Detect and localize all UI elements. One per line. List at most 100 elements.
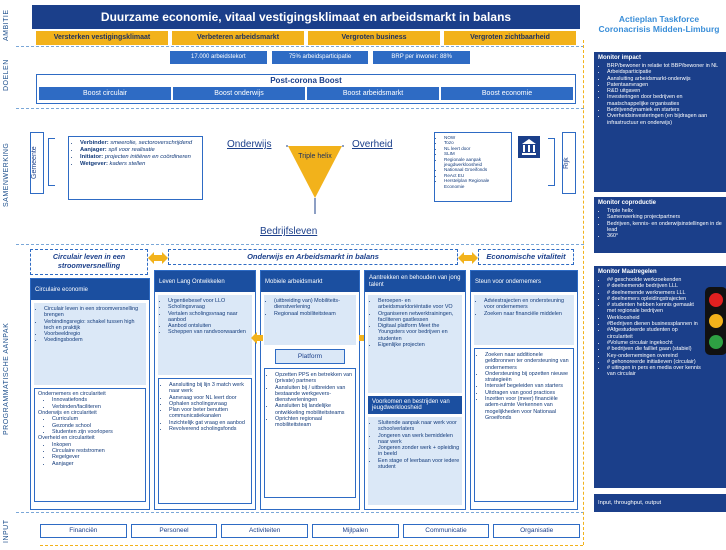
post-corona-boost: Post-corona Boost Boost circulair Boost … xyxy=(36,74,576,104)
rijk-items: NOW Tozo NL leert door SLIM Regionale aa… xyxy=(434,132,512,202)
helix-center-label: Triple helix xyxy=(298,153,332,160)
side-label-samenwerking: SAMENWERKING xyxy=(3,142,10,208)
monitor-item: #Afgestudeerde studenten op circularitei… xyxy=(607,327,703,340)
rijk-item: ReAct EU xyxy=(444,173,509,178)
sub-title: Onderwijs en circulariteit xyxy=(38,410,97,416)
rijk-item: NOW xyxy=(444,135,509,140)
divider xyxy=(16,108,584,109)
ambition-item: Versterken vestigingsklimaat xyxy=(36,31,168,45)
boost-item: Boost arbeidsmarkt xyxy=(307,87,439,100)
sub-title: Overheid en circulariteit xyxy=(38,435,95,442)
right-title: Actieplan Taskforce Coronacrisis Midden-… xyxy=(592,14,726,34)
list-item: Innovatiefonds xyxy=(52,397,142,403)
list-item: Inzetten voor (meer) financiële adem-rui… xyxy=(485,396,572,421)
double-arrow-icon xyxy=(458,252,478,264)
page-title: Duurzame economie, vitaal vestigingsklim… xyxy=(32,5,580,29)
list-item: Intensief begeleiden van starters xyxy=(485,383,572,389)
ambition-item: Vergroten business xyxy=(308,31,440,45)
list-item: Voedingsbodem xyxy=(44,337,145,343)
column-leven-lang-ontwikkelen: Leven Lang Ontwikkelen Urgentiebesef voo… xyxy=(154,270,256,510)
list-item: Aanvraag voor NL leert door xyxy=(169,395,250,401)
role-key: Verbinder: xyxy=(80,140,109,146)
input-row: Financiën Personeel Activiteiten Mijlpal… xyxy=(40,524,581,538)
monitor-item: R&D uitgaven xyxy=(607,88,722,94)
monitor-maatregelen: Monitor Maatregelen ## geschoolde werkzo… xyxy=(594,266,726,488)
monitor-item: # deelnemende bedrijven LLL xyxy=(607,283,703,289)
role-value: smeerolie, sectoroverschrijdend xyxy=(110,140,193,146)
role-key: Aanjager: xyxy=(80,147,107,153)
list-item: Digitaal platform Meet the Youngsters vo… xyxy=(378,323,461,342)
role-value: projecten initiëren en coördineren xyxy=(104,154,191,160)
list-item: Organiseren netwerktrainingen, faciliter… xyxy=(378,311,461,324)
role-item: Aanjager: spil voor realisatie xyxy=(80,147,200,154)
list-item: Aansluiten bij landelijke ontwikkeling m… xyxy=(275,403,354,416)
column-block: Ondernemers en circulariteit Innovatiefo… xyxy=(34,388,146,502)
rijk-item: Tozo xyxy=(444,140,509,145)
monitor-item: Samenwerking projectpartners xyxy=(607,214,722,220)
list-item: Adviestrajecten en ondersteuning voor on… xyxy=(484,298,573,311)
right-title-line: Actieplan Taskforce xyxy=(618,14,700,24)
role-item: Initiator: projecten initiëren en coördi… xyxy=(80,154,200,161)
monitor-item: Patentaanvragen xyxy=(607,82,722,88)
divider xyxy=(16,512,584,513)
connector-line xyxy=(583,40,584,545)
rijk-item: Herstelplan Regionale Economie xyxy=(444,178,509,189)
monitor-item: Arbeidsparticipatie xyxy=(607,69,722,75)
list-item: Beroepen- en arbeidsmarktoriëntatie voor… xyxy=(378,298,461,311)
list-item: Aanjager xyxy=(52,461,142,467)
list-item: Sluitende aanpak naar werk voor schoolve… xyxy=(378,420,461,433)
list-item: Zoeken naar financiële middelen xyxy=(484,311,573,317)
list-item: Zoeken naar additionele geldbronnen ter … xyxy=(485,352,572,371)
column-header: Steun voor ondernemers xyxy=(471,271,577,292)
list-item: Scheppen van randvoorwaarden xyxy=(168,329,251,335)
column-block: Adviestrajecten en ondersteuning voor on… xyxy=(474,295,574,345)
column-steun-ondernemers: Steun voor ondernemers Adviestrajecten e… xyxy=(470,270,578,510)
list-item: Circulaire reststromen xyxy=(52,448,142,454)
column-mobiele-arbeidsmarkt: Mobiele arbeidsmarkt (uitbreiding van) M… xyxy=(260,270,360,510)
side-label-doelen: DOELEN xyxy=(3,59,10,92)
helix-triangle-icon xyxy=(286,145,344,214)
input-item: Mijlpalen xyxy=(312,524,399,538)
monitor-item: 360° xyxy=(607,233,722,239)
role-key: Wetgever: xyxy=(80,161,108,167)
list-item: Vertalen scholingsvraag naar aanbod xyxy=(168,311,251,324)
monitor-item: Triple helix xyxy=(607,208,722,214)
list-item: Aansluiten bij / uitbreiden van bestaand… xyxy=(275,385,354,404)
monitor-footer: Input, throughput, output xyxy=(594,494,726,512)
list-item: Scholingsvraag xyxy=(168,304,251,310)
bracket xyxy=(48,138,55,186)
column-header: Mobiele arbeidsmarkt xyxy=(261,271,359,292)
platform-label: Platform xyxy=(275,349,345,364)
main-title-box: Onderwijs en Arbeidsmarkt in balans xyxy=(168,249,458,265)
input-item: Communicatie xyxy=(402,524,490,538)
monitor-item: Bedrijvendynamiek en starters xyxy=(607,107,722,113)
column-block: (uitbreiding van) Mobiliteits-dienstverl… xyxy=(264,295,356,345)
list-item: Gezonde school xyxy=(52,423,142,429)
list-item: Regelgever xyxy=(52,454,142,460)
gemeente-box: Gemeente xyxy=(30,132,44,194)
column-block: Urgentiebesef voor LLO Scholingsvraag Ve… xyxy=(158,295,252,375)
main-title: Onderwijs en Arbeidsmarkt in balans xyxy=(247,252,379,261)
list-item: Revolverend scholingsfonds xyxy=(169,426,250,432)
list-item: Jongeren van werk bemiddelen naar werk xyxy=(378,433,461,446)
monitor-item: # gehonoreerde initiatieven (circulair) xyxy=(607,359,703,365)
rijk-item: Regionale aanpak jeugdwerkloosheid xyxy=(444,157,509,168)
list-item: Uitdragen van good practices xyxy=(485,390,572,396)
list-item: Curriculum xyxy=(52,416,142,422)
gemeente-label: Gemeente xyxy=(31,146,38,180)
vital-title: Economische vitaliteit xyxy=(486,252,566,261)
input-item: Activiteiten xyxy=(221,524,309,538)
input-item: Personeel xyxy=(130,524,218,538)
list-item: Urgentiebesef voor LLO xyxy=(168,298,251,304)
ambition-item: Vergroten zichtbaarheid xyxy=(444,31,576,45)
column-subheader: Voorkomen en bestrijden van jeugdwerkloo… xyxy=(368,396,462,414)
monitor-item: ## geschoolde werkzoekenden xyxy=(607,277,703,283)
traffic-light-icon xyxy=(705,287,726,355)
monitor-item: Werkloosheid xyxy=(607,315,703,321)
monitor-item: # deelnemende werknemers LLL xyxy=(607,290,703,296)
rijk-item: NL leert door xyxy=(444,146,509,151)
monitor-item: #Volume circulair ingekocht xyxy=(607,340,703,346)
column-block: Beroepen- en arbeidsmarktoriëntatie voor… xyxy=(368,295,462,393)
monitor-title: Monitor coproductie xyxy=(598,200,656,206)
government-building-icon xyxy=(518,136,540,158)
